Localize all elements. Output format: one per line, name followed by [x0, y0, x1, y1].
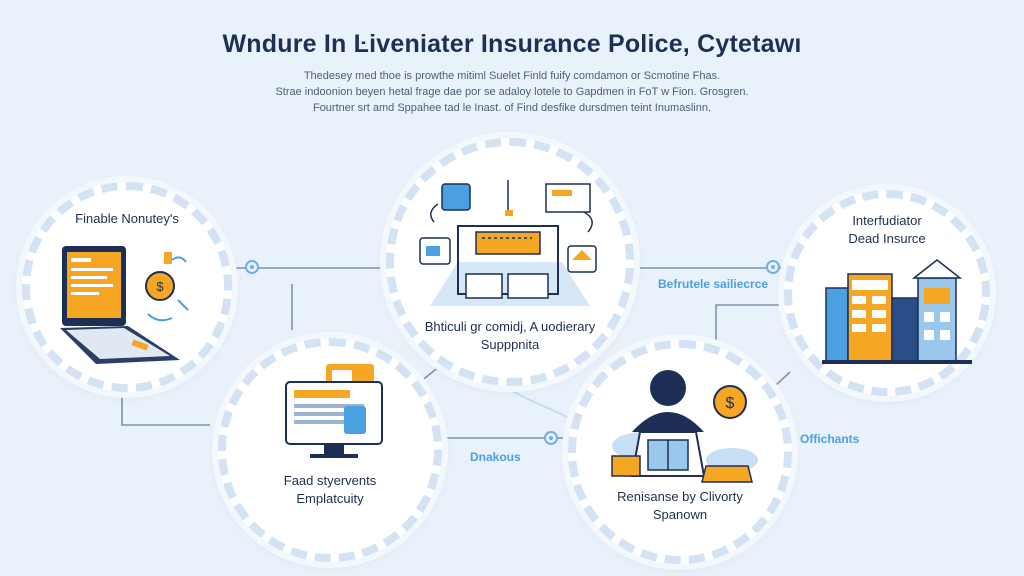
node-center-label: Bhticuli gr comidj, A uodierary Supppnit… — [424, 319, 596, 352]
node-reinsurance-label: Renisanse by Clivorty Spanown — [617, 489, 743, 522]
link-label-right-upper: Befrutele sailiecrce — [658, 277, 769, 291]
link-label-bottom: Dnakous — [470, 450, 521, 464]
page-title: Wndure In Ŀiveniater Insurance Police, C… — [222, 30, 802, 58]
laptop-icon: $ — [60, 246, 189, 364]
link-label-right-lower: Offichants — [800, 432, 860, 446]
subtitle-line: Strae indoonion beyen hetal frage dae po… — [275, 86, 749, 98]
connector-dot — [544, 431, 558, 445]
node-fand-label: Faad styervents Emplatcuity — [283, 473, 377, 506]
node-finable-label: Finable Nonutey's — [75, 211, 179, 226]
connector-dot — [245, 260, 259, 274]
system-diagram-icon — [419, 180, 597, 306]
subtitle-line: Thedesey med thoe is prowthe mitiml Suel… — [303, 70, 721, 82]
connector-dot — [766, 260, 780, 274]
house-dollar-icon: $ — [611, 370, 758, 483]
subtitle-line: Fourtner srt amd Sppahee tad le Inast. o… — [312, 102, 712, 114]
node-interfudiator-label: Interfudiator Dead Insurce — [848, 213, 926, 246]
svg-text:$: $ — [156, 279, 164, 294]
city-buildings-icon — [822, 259, 972, 364]
page-subtitle: Thedesey med thoe is prowthe mitiml Suel… — [0, 68, 1024, 116]
monitor-lock-icon — [285, 364, 383, 458]
svg-text:$: $ — [726, 395, 735, 412]
